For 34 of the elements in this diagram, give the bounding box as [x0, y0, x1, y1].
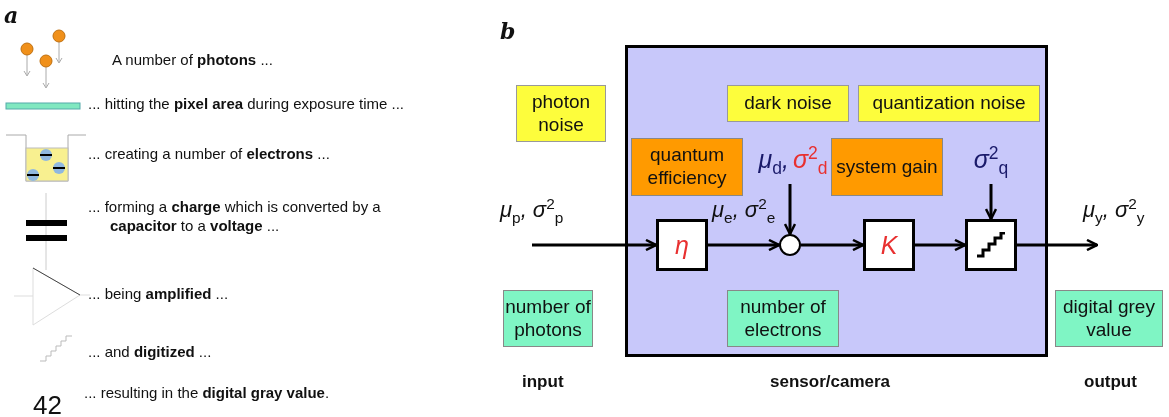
arrow: [984, 184, 998, 221]
caption-text: ... forming a charge which is converted by a capacitor to a voltage ...: [88, 198, 382, 236]
caption-text: ... being amplified ...: [88, 285, 229, 302]
quantizer-box: [965, 219, 1017, 271]
panel-letter: a: [4, 2, 19, 28]
arrow: [915, 238, 967, 252]
caption-text: ... hitting the pixel area during exposure time ...: [88, 95, 405, 112]
caption-text: A number of photons ...: [112, 51, 273, 68]
process-box: η: [656, 219, 708, 271]
arrow: [783, 184, 797, 236]
section-label: input: [522, 372, 564, 392]
noise-box: photon noise: [516, 85, 606, 142]
quantity-box: digital grey value: [1055, 290, 1163, 347]
parameter-box: system gain: [831, 138, 943, 196]
arrow: [801, 238, 865, 252]
caption-text: ... resulting in the digital gray value.: [84, 384, 330, 401]
section-label: sensor/camera: [770, 372, 891, 392]
number-text: 42: [33, 390, 62, 417]
noise-box: dark noise: [727, 85, 849, 122]
process-box: K: [863, 219, 915, 271]
quantity-box: number of photons: [503, 290, 593, 347]
math-symbol: μ$_{d}$,: [758, 143, 789, 179]
arrow: [532, 238, 658, 252]
quantity-box: number of electrons: [727, 290, 839, 347]
caption-text: ... and digitized ...: [88, 343, 212, 360]
summing-circle: [779, 234, 801, 256]
arrow: [708, 238, 781, 252]
parameter-box: quantum efficiency: [631, 138, 743, 196]
section-label: output: [1084, 372, 1137, 392]
arrow: [1017, 238, 1099, 252]
panel-letter: b: [500, 18, 516, 44]
noise-box: quantization noise: [858, 85, 1040, 122]
sensor-box: [625, 45, 1048, 357]
caption-text: ... creating a number of electrons ...: [88, 145, 330, 162]
